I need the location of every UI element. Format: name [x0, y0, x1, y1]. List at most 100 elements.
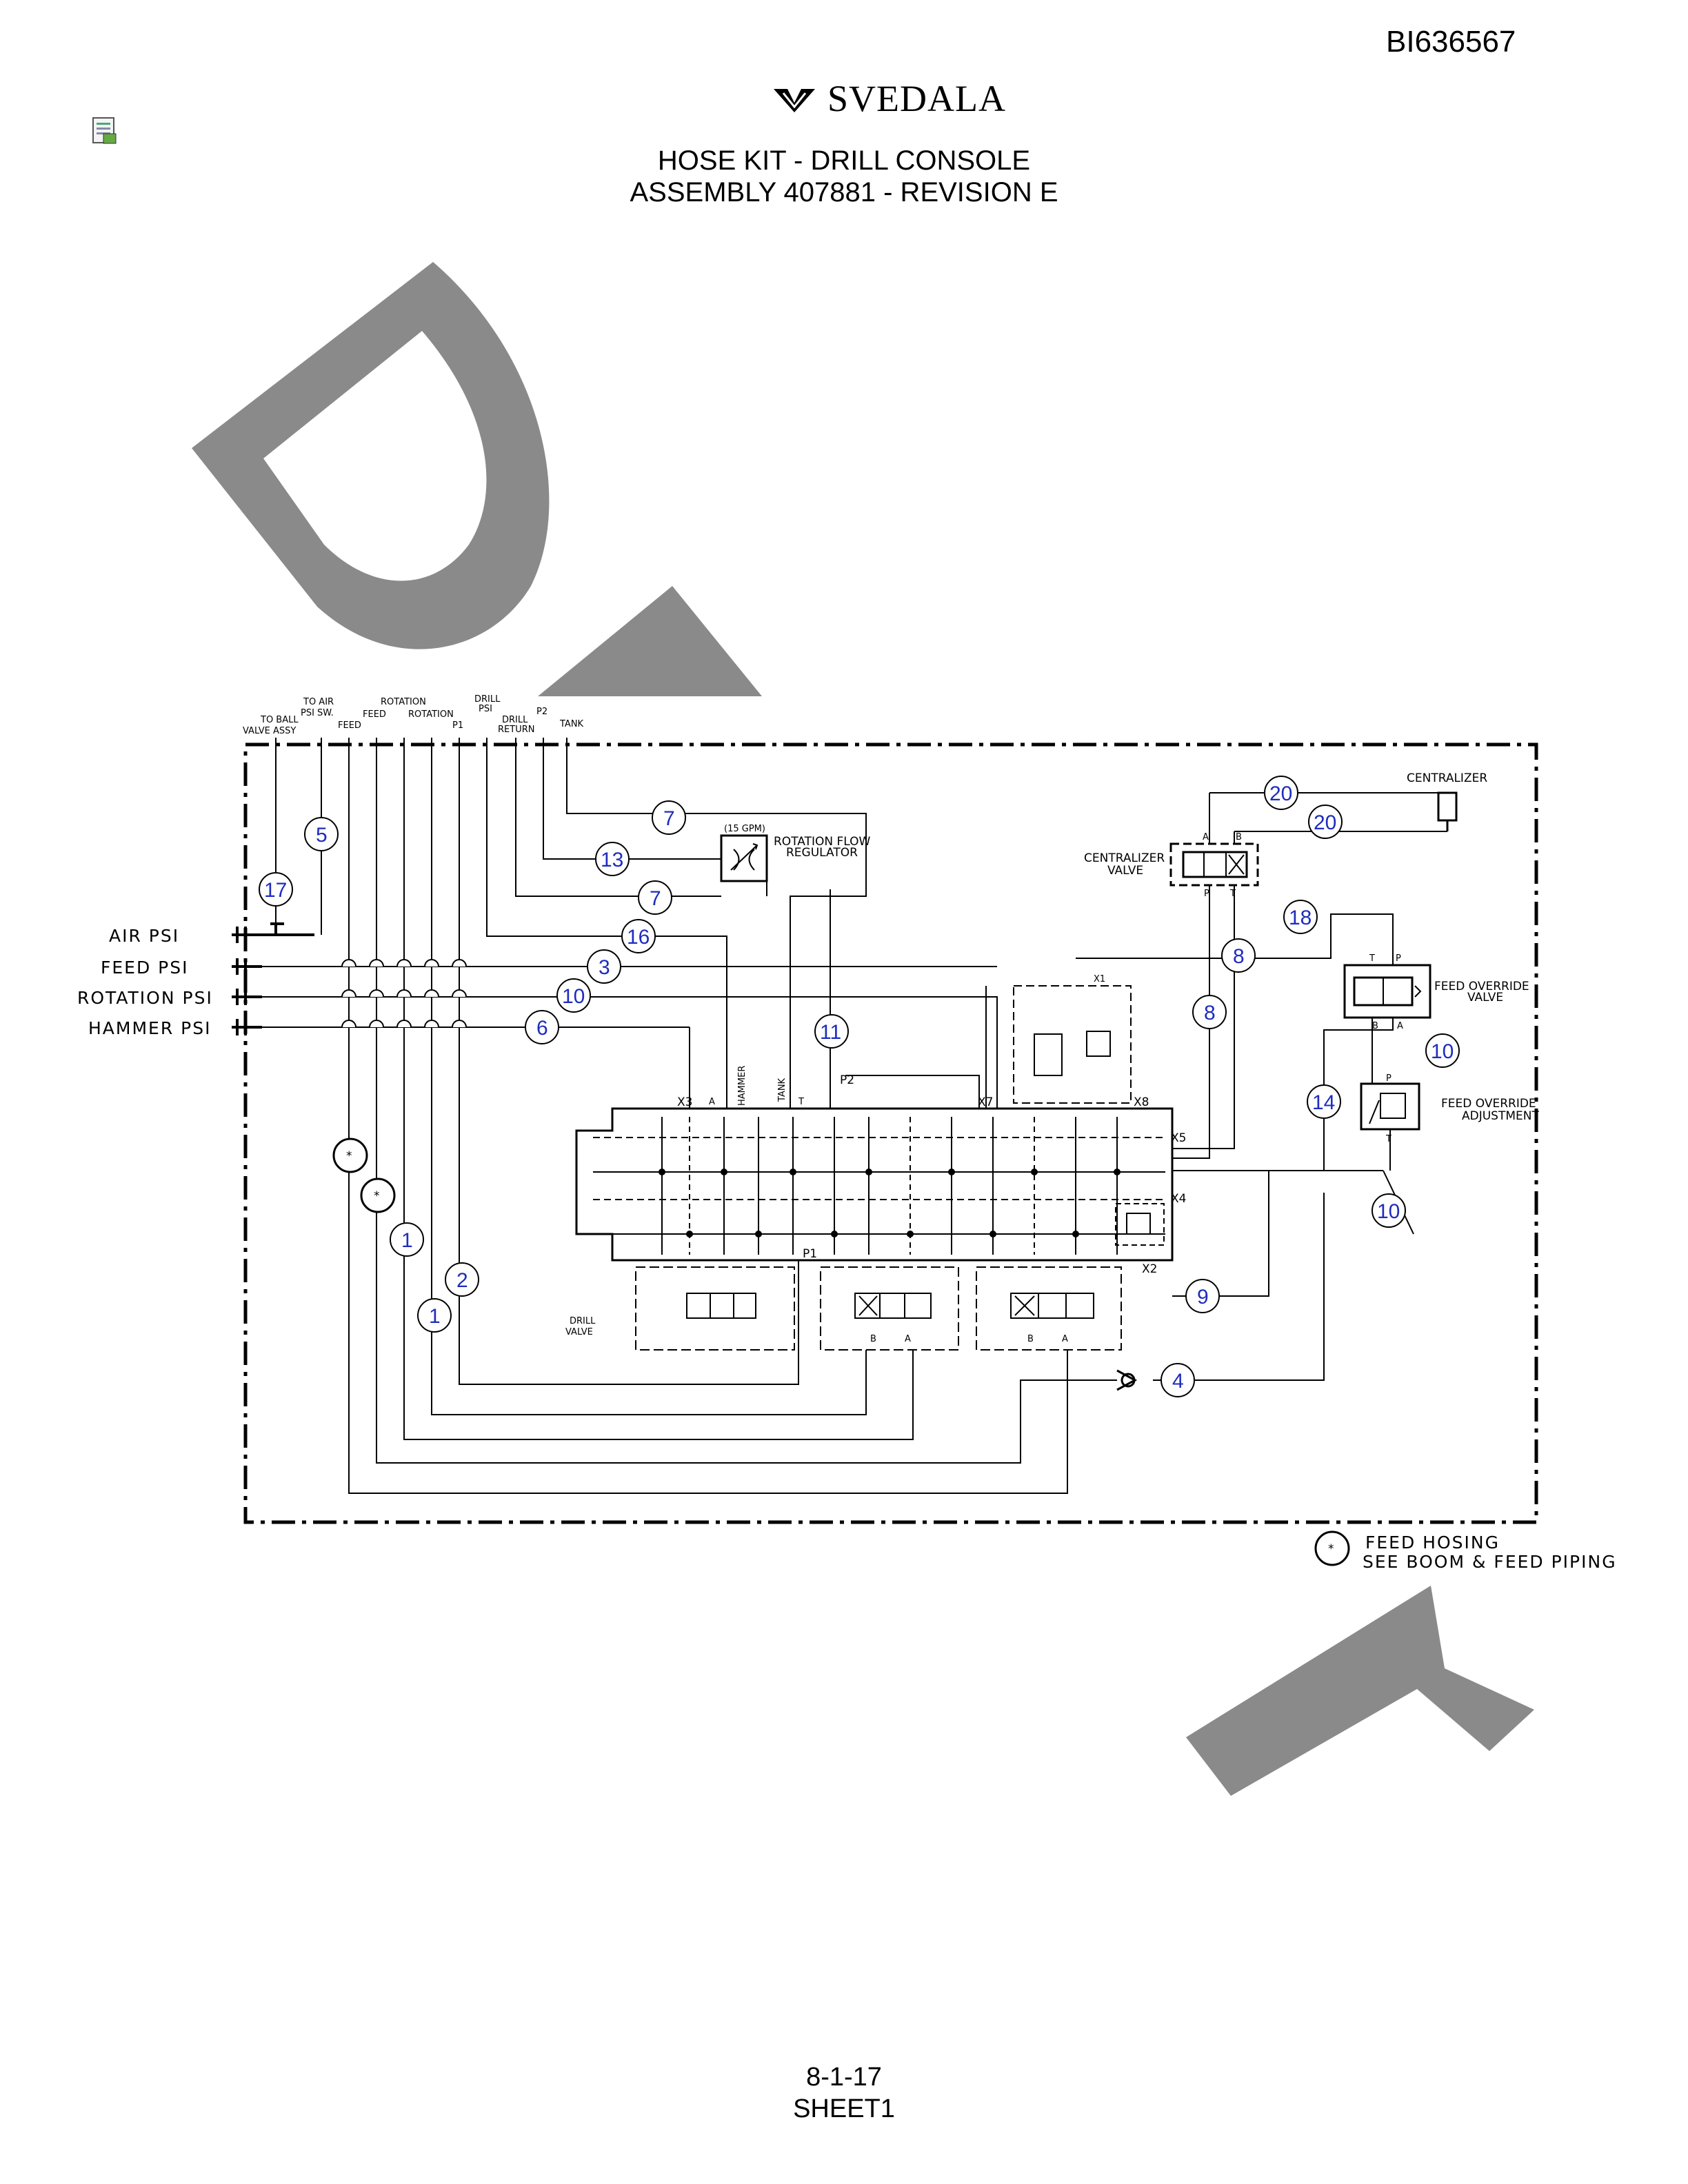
- callout-1a: 1: [390, 1222, 424, 1257]
- port-cv-p: P: [1204, 889, 1209, 899]
- feed-override-adjustment: [1360, 1082, 1420, 1131]
- port-labels: X3 A T P2 X7 X8 X5 X4 X2 P1 X1 A B P T T…: [677, 832, 1403, 1344]
- svg-text:9: 9: [1197, 1286, 1209, 1308]
- sheet-label: SHEET1: [793, 2094, 895, 2123]
- port-fov-a: A: [1397, 1021, 1403, 1031]
- manifold-junction-dots: [659, 1169, 1121, 1237]
- port-x8: X8: [1134, 1095, 1149, 1109]
- svg-text:6: 6: [536, 1017, 548, 1040]
- callout-3: 3: [587, 949, 621, 984]
- label-p1: P1: [452, 720, 463, 731]
- label-rfr-2: REGULATOR: [786, 846, 858, 860]
- port-cv-b: B: [1236, 832, 1242, 842]
- label-drill-return-1: DRILL: [502, 715, 528, 725]
- label-drill-return-2: RETURN: [498, 725, 534, 735]
- port-fov-t: T: [1369, 953, 1375, 964]
- label-tank: TANK: [559, 719, 584, 729]
- svg-text:7: 7: [663, 807, 675, 830]
- manifold-internal-lines: [593, 1117, 1165, 1255]
- gauge-label-rotation: ROTATION PSI: [77, 988, 213, 1008]
- callout-7b: 7: [638, 880, 672, 915]
- gauge-labels: AIR PSI FEED PSI ROTATION PSI HAMMER PSI: [77, 926, 213, 1038]
- port-fv-b: B: [870, 1334, 876, 1344]
- gauge-label-feed: FEED PSI: [101, 958, 189, 978]
- feed-hosing-legend: * FEED HOSING SEE BOOM & FEED PIPING: [1314, 1530, 1617, 1572]
- port-foa-t: T: [1385, 1134, 1391, 1144]
- svg-text:13: 13: [601, 849, 623, 871]
- label-fov-1: FEED OVERRIDE: [1434, 980, 1529, 993]
- callout-20b: 20: [1308, 805, 1343, 839]
- control-manifold: [575, 1107, 1174, 1262]
- document-icon[interactable]: [91, 116, 119, 146]
- port-x4: X4: [1171, 1192, 1186, 1206]
- port-fov-b: B: [1372, 1021, 1378, 1031]
- svedala-logo: SVEDALA: [772, 77, 1006, 120]
- callout-8b: 8: [1192, 995, 1227, 1029]
- port-rv-a: A: [1062, 1334, 1068, 1344]
- svg-text:3: 3: [599, 956, 610, 979]
- draft-watermark: [192, 262, 1534, 1796]
- svg-text:7: 7: [650, 887, 661, 910]
- label-drill-psi-2: PSI: [479, 704, 492, 714]
- label-to-ball-1: TO BALL: [260, 715, 299, 725]
- svg-text:1: 1: [401, 1229, 413, 1252]
- document-id: BI636567: [1386, 25, 1516, 59]
- callout-5: 5: [304, 817, 339, 851]
- label-p2: P2: [536, 707, 547, 717]
- svg-text:4: 4: [1172, 1370, 1184, 1393]
- svg-text:2: 2: [456, 1269, 468, 1292]
- drill-valve-section: [635, 1266, 795, 1351]
- callout-9: 9: [1185, 1279, 1220, 1313]
- svg-text:1: 1: [429, 1305, 441, 1328]
- gauge-connectors: [232, 922, 314, 1035]
- callout-10b: 10: [1425, 1033, 1460, 1068]
- watermark-letter-d: [192, 262, 550, 649]
- gauge-label-hammer: HAMMER PSI: [88, 1018, 211, 1038]
- svg-text:20: 20: [1314, 811, 1336, 834]
- port-x7: X7: [978, 1095, 993, 1109]
- label-rfr-1: ROTATION FLOW: [774, 835, 870, 849]
- callout-18: 18: [1283, 900, 1318, 934]
- check-valve: [1116, 1369, 1138, 1391]
- callout-10a: 10: [556, 978, 591, 1013]
- label-hammer: HAMMER: [737, 1066, 747, 1106]
- port-cv-t: T: [1229, 889, 1236, 899]
- line-crossovers: [341, 959, 467, 1028]
- gauge-label-air: AIR PSI: [109, 926, 179, 946]
- callout-17: 17: [259, 872, 293, 907]
- legend-line-2: SEE BOOM & FEED PIPING: [1363, 1552, 1617, 1572]
- callout-7a: 7: [652, 800, 686, 835]
- port-t: T: [798, 1097, 804, 1107]
- label-drill-valve-1: DRILL: [570, 1316, 596, 1326]
- console-enclosure: [243, 742, 1538, 1524]
- callout-8a: 8: [1221, 938, 1256, 973]
- watermark-letter-r: [538, 586, 762, 696]
- feed-valve-section: [820, 1266, 959, 1351]
- top-connection-labels: TO BALL VALVE ASSY TO AIR PSI SW. FEED R…: [243, 694, 584, 736]
- svg-text:18: 18: [1289, 907, 1312, 929]
- port-cv-a: A: [1203, 832, 1209, 842]
- port-rv-b: B: [1027, 1334, 1034, 1344]
- svg-text:10: 10: [1377, 1200, 1400, 1223]
- svg-text:14: 14: [1312, 1091, 1335, 1114]
- rotation-flow-regulator: [720, 834, 768, 882]
- callout-16: 16: [621, 919, 656, 953]
- svg-text:8: 8: [1204, 1002, 1216, 1024]
- svg-text:*: *: [346, 1149, 352, 1163]
- label-to-air-1: TO AIR: [303, 697, 334, 707]
- label-feed-2: FEED: [363, 709, 386, 720]
- label-to-air-2: PSI SW.: [301, 708, 334, 718]
- svg-text:*: *: [374, 1189, 380, 1203]
- svg-text:10: 10: [1431, 1040, 1454, 1063]
- x1-relief-block: [1013, 985, 1132, 1104]
- svg-text:10: 10: [562, 985, 585, 1008]
- legend-line-1: FEED HOSING: [1365, 1533, 1500, 1553]
- feed-hosing-markers: * *: [332, 1138, 396, 1213]
- label-rotation-2: ROTATION: [408, 709, 454, 720]
- label-cv-2: VALVE: [1107, 864, 1143, 878]
- title-line-2: ASSEMBLY 407881 - REVISION E: [630, 177, 1058, 208]
- label-centralizer: CENTRALIZER: [1407, 771, 1487, 785]
- svg-text:5: 5: [316, 824, 328, 847]
- label-drill-valve-2: VALVE: [565, 1327, 593, 1337]
